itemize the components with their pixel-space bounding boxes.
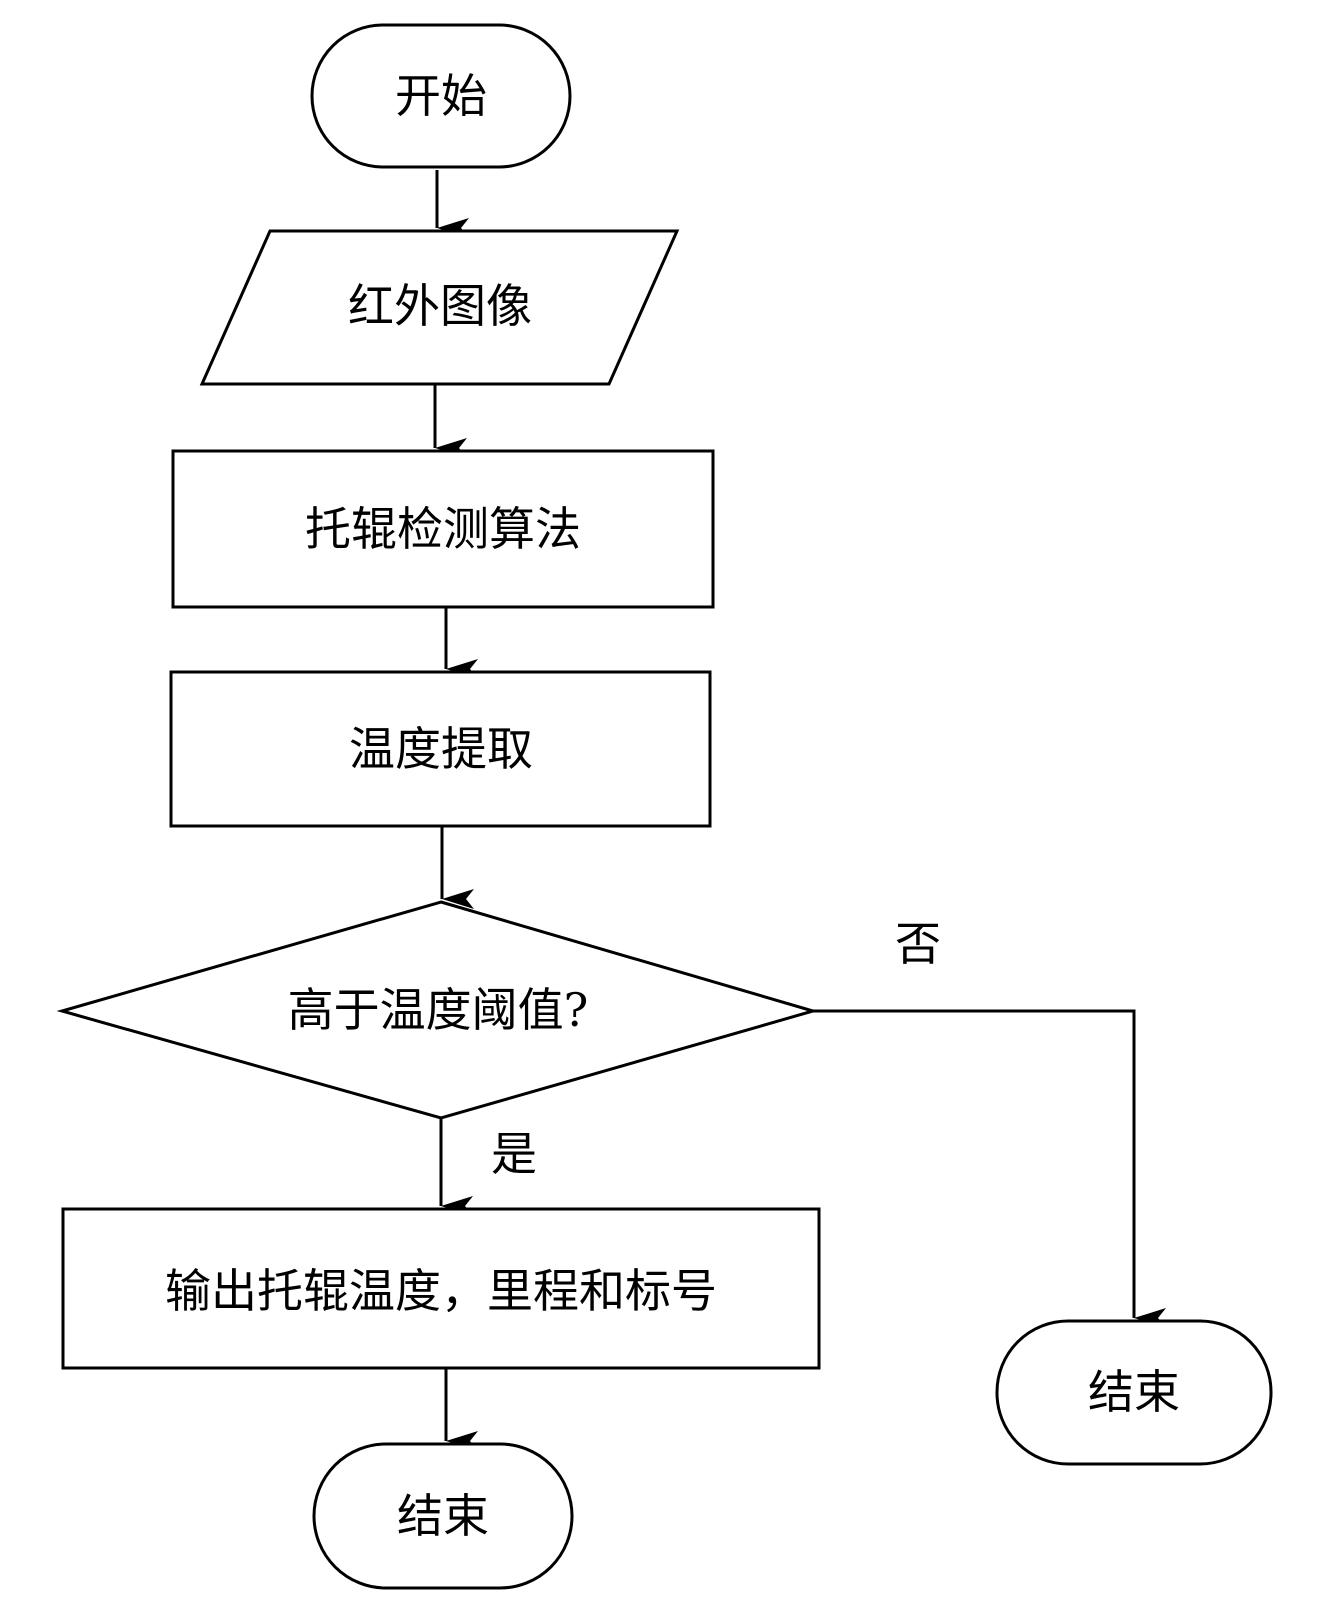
arrow-decision-no-branch [813,1009,1166,1328]
end-branch-label: 结束 [1088,1365,1180,1419]
output-process-box [61,1207,821,1370]
output-label: 输出托辊温度，里程和标号 [165,1264,717,1318]
end-main-label: 结束 [397,1489,489,1543]
extract-process-box [169,670,712,828]
input-label: 红外图像 [348,279,532,333]
no-branch-label: 否 [895,917,941,971]
detect-label: 托辊检测算法 [305,502,581,556]
start-terminator [310,23,572,169]
start-label: 开始 [395,69,487,123]
input-parallelogram [199,229,680,386]
end-terminator-branch [995,1319,1273,1466]
detect-process-box [171,449,715,609]
yes-branch-label: 是 [491,1127,537,1181]
end-terminator-main [312,1442,574,1590]
extract-label: 温度提取 [349,722,533,776]
decision-label: 高于温度阈值? [288,983,589,1037]
